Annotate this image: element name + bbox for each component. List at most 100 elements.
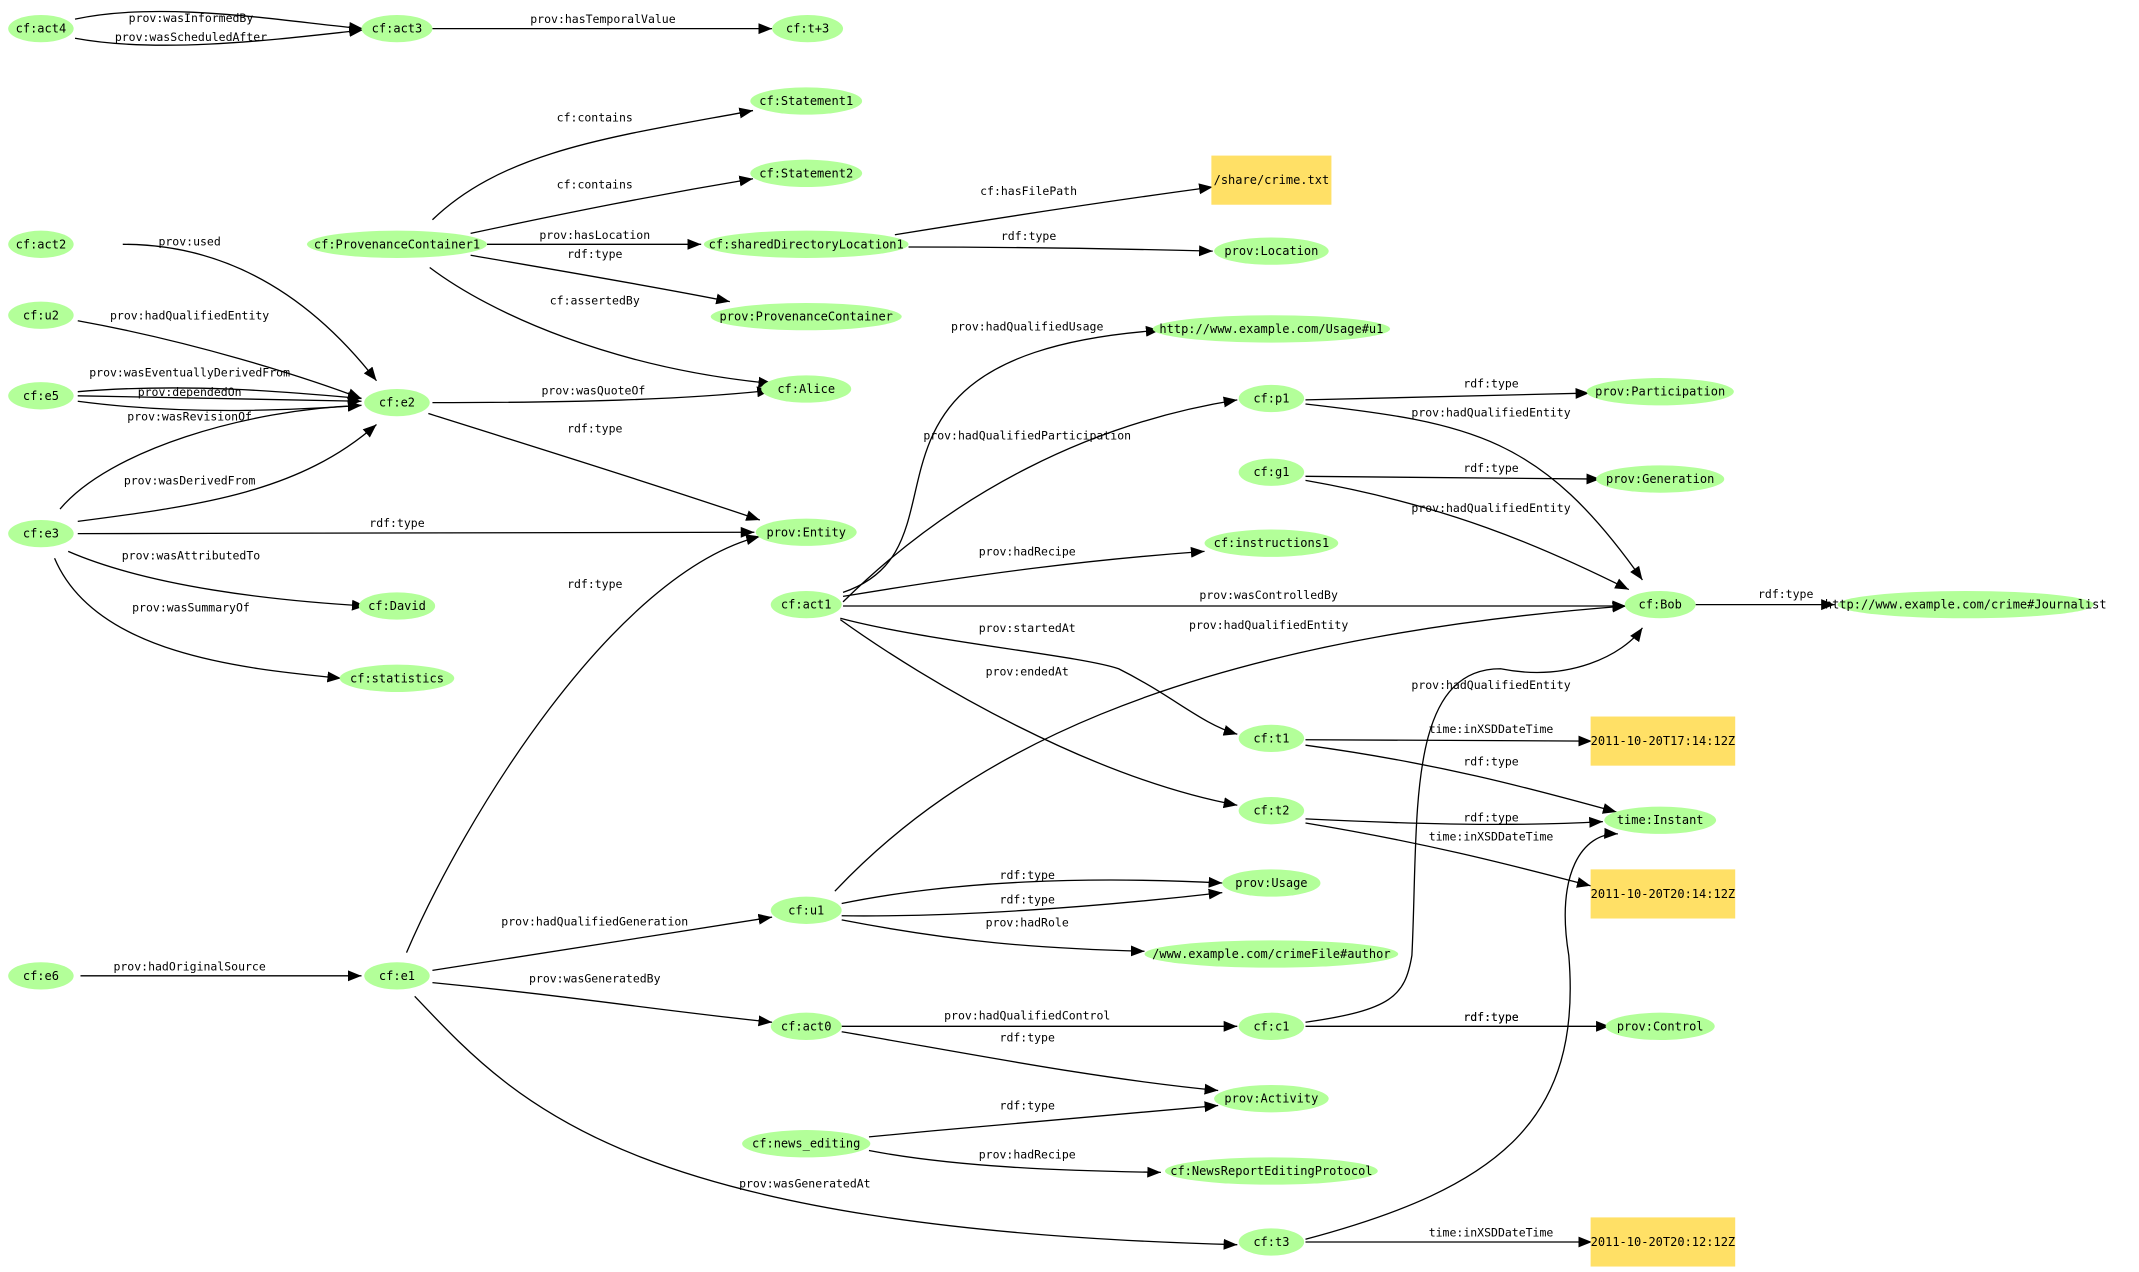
- node-usage[interactable]: prov:Usage: [1222, 869, 1321, 897]
- node-author[interactable]: /www.example.com/crimeFile#author: [1144, 940, 1399, 968]
- node-date1[interactable]: 2011-10-20T17:14:12Z: [1590, 716, 1736, 766]
- edge-newsediting-newsprotocol: [869, 1151, 1161, 1178]
- edge-act4-act3: [75, 26, 363, 45]
- edge-e1-entity: [407, 534, 760, 952]
- edge-line: [471, 255, 730, 305]
- edge-line: [869, 1151, 1161, 1178]
- node-u1[interactable]: cf:u1: [770, 896, 842, 924]
- node-shareddir[interactable]: cf:sharedDirectoryLocation1: [703, 230, 909, 258]
- node-location[interactable]: prov:Location: [1214, 237, 1329, 265]
- edge-label: prov:wasDerivedFrom: [124, 474, 256, 488]
- node-e3[interactable]: cf:e3: [8, 519, 74, 548]
- edge-label: prov:wasRevisionOf: [127, 409, 252, 423]
- node-p1[interactable]: cf:p1: [1238, 384, 1305, 413]
- edge-line: [842, 1032, 1219, 1095]
- node-act2[interactable]: cf:act2: [8, 230, 74, 258]
- node-ellipse: [750, 87, 863, 115]
- node-statistics[interactable]: cf:statistics: [339, 664, 455, 692]
- node-act0[interactable]: cf:act0: [770, 1012, 842, 1040]
- node-newsediting[interactable]: cf:news_editing: [742, 1130, 871, 1158]
- node-ellipse: [772, 15, 844, 43]
- node-act1[interactable]: cf:act1: [770, 590, 842, 619]
- edge-g1-generation: [1305, 473, 1600, 485]
- node-label: 2011-10-20T20:12:12Z: [1591, 1235, 1736, 1249]
- node-t2[interactable]: cf:t2: [1238, 797, 1305, 825]
- node-ellipse: [770, 590, 842, 619]
- node-ellipse: [1164, 1157, 1378, 1185]
- edge-provcont1-stmt1: [432, 107, 753, 220]
- edge-line: [78, 388, 362, 403]
- node-label: prov:Activity: [1224, 1092, 1318, 1106]
- node-journalist[interactable]: http://www.example.com/crime#Journalist: [1825, 590, 2107, 619]
- node-label: prov:Location: [1224, 244, 1318, 258]
- node-t3p[interactable]: cf:t+3: [772, 15, 844, 43]
- edge-line: [1305, 480, 1628, 589]
- edge-label: rdf:type: [567, 577, 622, 591]
- edge-label: prov:hadQualifiedEntity: [110, 308, 269, 322]
- node-e2[interactable]: cf:e2: [364, 388, 430, 417]
- node-label: cf:t3: [1253, 1235, 1289, 1249]
- node-bob[interactable]: cf:Bob: [1624, 590, 1696, 619]
- node-alice[interactable]: cf:Alice: [761, 375, 852, 403]
- edge-label: prov:hadRecipe: [979, 1148, 1076, 1162]
- node-david[interactable]: cf:David: [358, 592, 436, 620]
- node-generation[interactable]: prov:Generation: [1596, 465, 1725, 493]
- node-ellipse: [761, 375, 852, 403]
- edge-line: [78, 396, 362, 407]
- node-stmt1[interactable]: cf:Statement1: [750, 87, 863, 115]
- edge-p1-bob: [1305, 404, 1642, 580]
- node-date2[interactable]: 2011-10-20T20:14:12Z: [1590, 869, 1736, 919]
- node-label: cf:e3: [23, 527, 59, 541]
- edge-newsediting-activity: [869, 1101, 1218, 1136]
- node-c1[interactable]: cf:c1: [1238, 1012, 1305, 1040]
- edge-line: [842, 920, 1145, 957]
- node-activity[interactable]: prov:Activity: [1214, 1085, 1329, 1113]
- node-instant[interactable]: time:Instant: [1604, 806, 1717, 834]
- node-label: cf:NewsReportEditingProtocol: [1170, 1164, 1372, 1178]
- node-u2[interactable]: cf:u2: [8, 301, 74, 329]
- node-label: prov:Control: [1617, 1019, 1704, 1033]
- node-e1[interactable]: cf:e1: [364, 962, 430, 990]
- edge-p1-participation: [1305, 387, 1589, 400]
- node-date3[interactable]: 2011-10-20T20:12:12Z: [1590, 1217, 1736, 1267]
- edge-label: prov:wasScheduledAfter: [115, 30, 267, 44]
- edge-label: rdf:type: [1463, 811, 1518, 825]
- edge-label: prov:dependedOn: [138, 385, 242, 399]
- edge-line: [78, 424, 377, 521]
- node-ellipse: [364, 962, 430, 990]
- edge-label: prov:hadOriginalSource: [113, 959, 265, 973]
- edge-label: prov:wasEventuallyDerivedFrom: [89, 366, 290, 380]
- edge-u1-usage: [842, 876, 1223, 903]
- node-provcont1[interactable]: cf:ProvenanceContainer1: [306, 230, 488, 258]
- node-entity[interactable]: prov:Entity: [755, 518, 857, 546]
- edge-line: [895, 183, 1213, 235]
- edge-u1-bob: [835, 601, 1626, 891]
- edge-e1-u1: [432, 913, 772, 970]
- edge-label: prov:endedAt: [986, 665, 1069, 679]
- node-label: cf:u1: [788, 903, 824, 917]
- edge-line: [432, 913, 772, 970]
- node-t1[interactable]: cf:t1: [1238, 724, 1305, 753]
- edge-label: rdf:type: [369, 516, 424, 530]
- node-provcont[interactable]: prov:ProvenanceContainer: [710, 302, 902, 331]
- edge-shareddir-crimefile: [895, 183, 1213, 235]
- node-ellipse: [364, 388, 430, 417]
- edge-u1-usage: [842, 888, 1223, 916]
- node-act3[interactable]: cf:act3: [361, 15, 433, 43]
- node-instructions1[interactable]: cf:instructions1: [1204, 529, 1339, 557]
- node-participation[interactable]: prov:Participation: [1586, 378, 1734, 406]
- node-control[interactable]: prov:Control: [1605, 1012, 1715, 1040]
- node-usageu1[interactable]: http://www.example.com/Usage#u1: [1152, 315, 1391, 343]
- node-g1[interactable]: cf:g1: [1238, 458, 1305, 486]
- node-ellipse: [755, 518, 857, 546]
- edge-line: [432, 386, 770, 402]
- node-e5[interactable]: cf:e5: [8, 382, 74, 410]
- node-t3[interactable]: cf:t3: [1238, 1228, 1305, 1256]
- node-act4[interactable]: cf:act4: [8, 15, 74, 43]
- node-e6[interactable]: cf:e6: [8, 962, 74, 990]
- node-ellipse: [1238, 384, 1305, 413]
- node-newsprotocol[interactable]: cf:NewsReportEditingProtocol: [1164, 1157, 1378, 1185]
- node-label: prov:Participation: [1595, 385, 1725, 399]
- node-crimefile[interactable]: /share/crime.txt: [1211, 155, 1332, 205]
- node-stmt2[interactable]: cf:Statement2: [750, 159, 863, 187]
